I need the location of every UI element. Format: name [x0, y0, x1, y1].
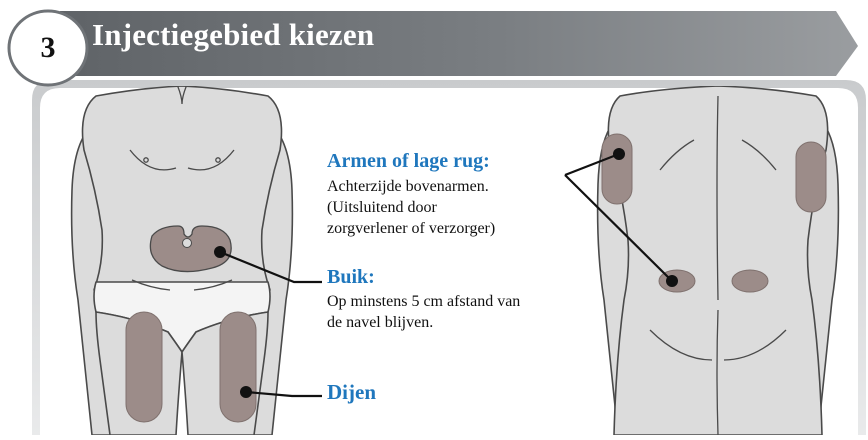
belly-label-description: Op minstens 5 cm afstand van de navel bl… [327, 291, 520, 333]
belly-target-dot [214, 246, 226, 258]
right-thigh-injection-area [220, 312, 256, 422]
thighs-label-heading: Dijen [327, 380, 376, 405]
belly-label-line: de navel blijven. [327, 312, 520, 333]
back-right-arm-injection-area [796, 142, 826, 212]
page-title: Injectiegebied kiezen [92, 17, 374, 53]
left-thigh-injection-area [126, 312, 162, 422]
navel-icon [183, 239, 192, 248]
thigh-target-dot [240, 386, 252, 398]
arm-target-dot [613, 148, 625, 160]
arms-label-heading: Armen of lage rug: [327, 150, 490, 173]
belly-label-line: Op minstens 5 cm afstand van [327, 291, 520, 312]
arms-label-line: (Uitsluitend door [327, 197, 495, 218]
belly-label-heading: Buik: [327, 266, 375, 289]
back-left-arm-injection-area [602, 134, 632, 204]
arms-label-line: zorgverlener of verzorger) [327, 218, 495, 239]
step-number: 3 [22, 24, 74, 72]
lower-back-target-dot [666, 275, 678, 287]
arms-label-description: Achterzijde bovenarmen. (Uitsluitend doo… [327, 176, 495, 239]
lower-back-right-injection-area [732, 270, 768, 292]
arms-label-line: Achterzijde bovenarmen. [327, 176, 495, 197]
